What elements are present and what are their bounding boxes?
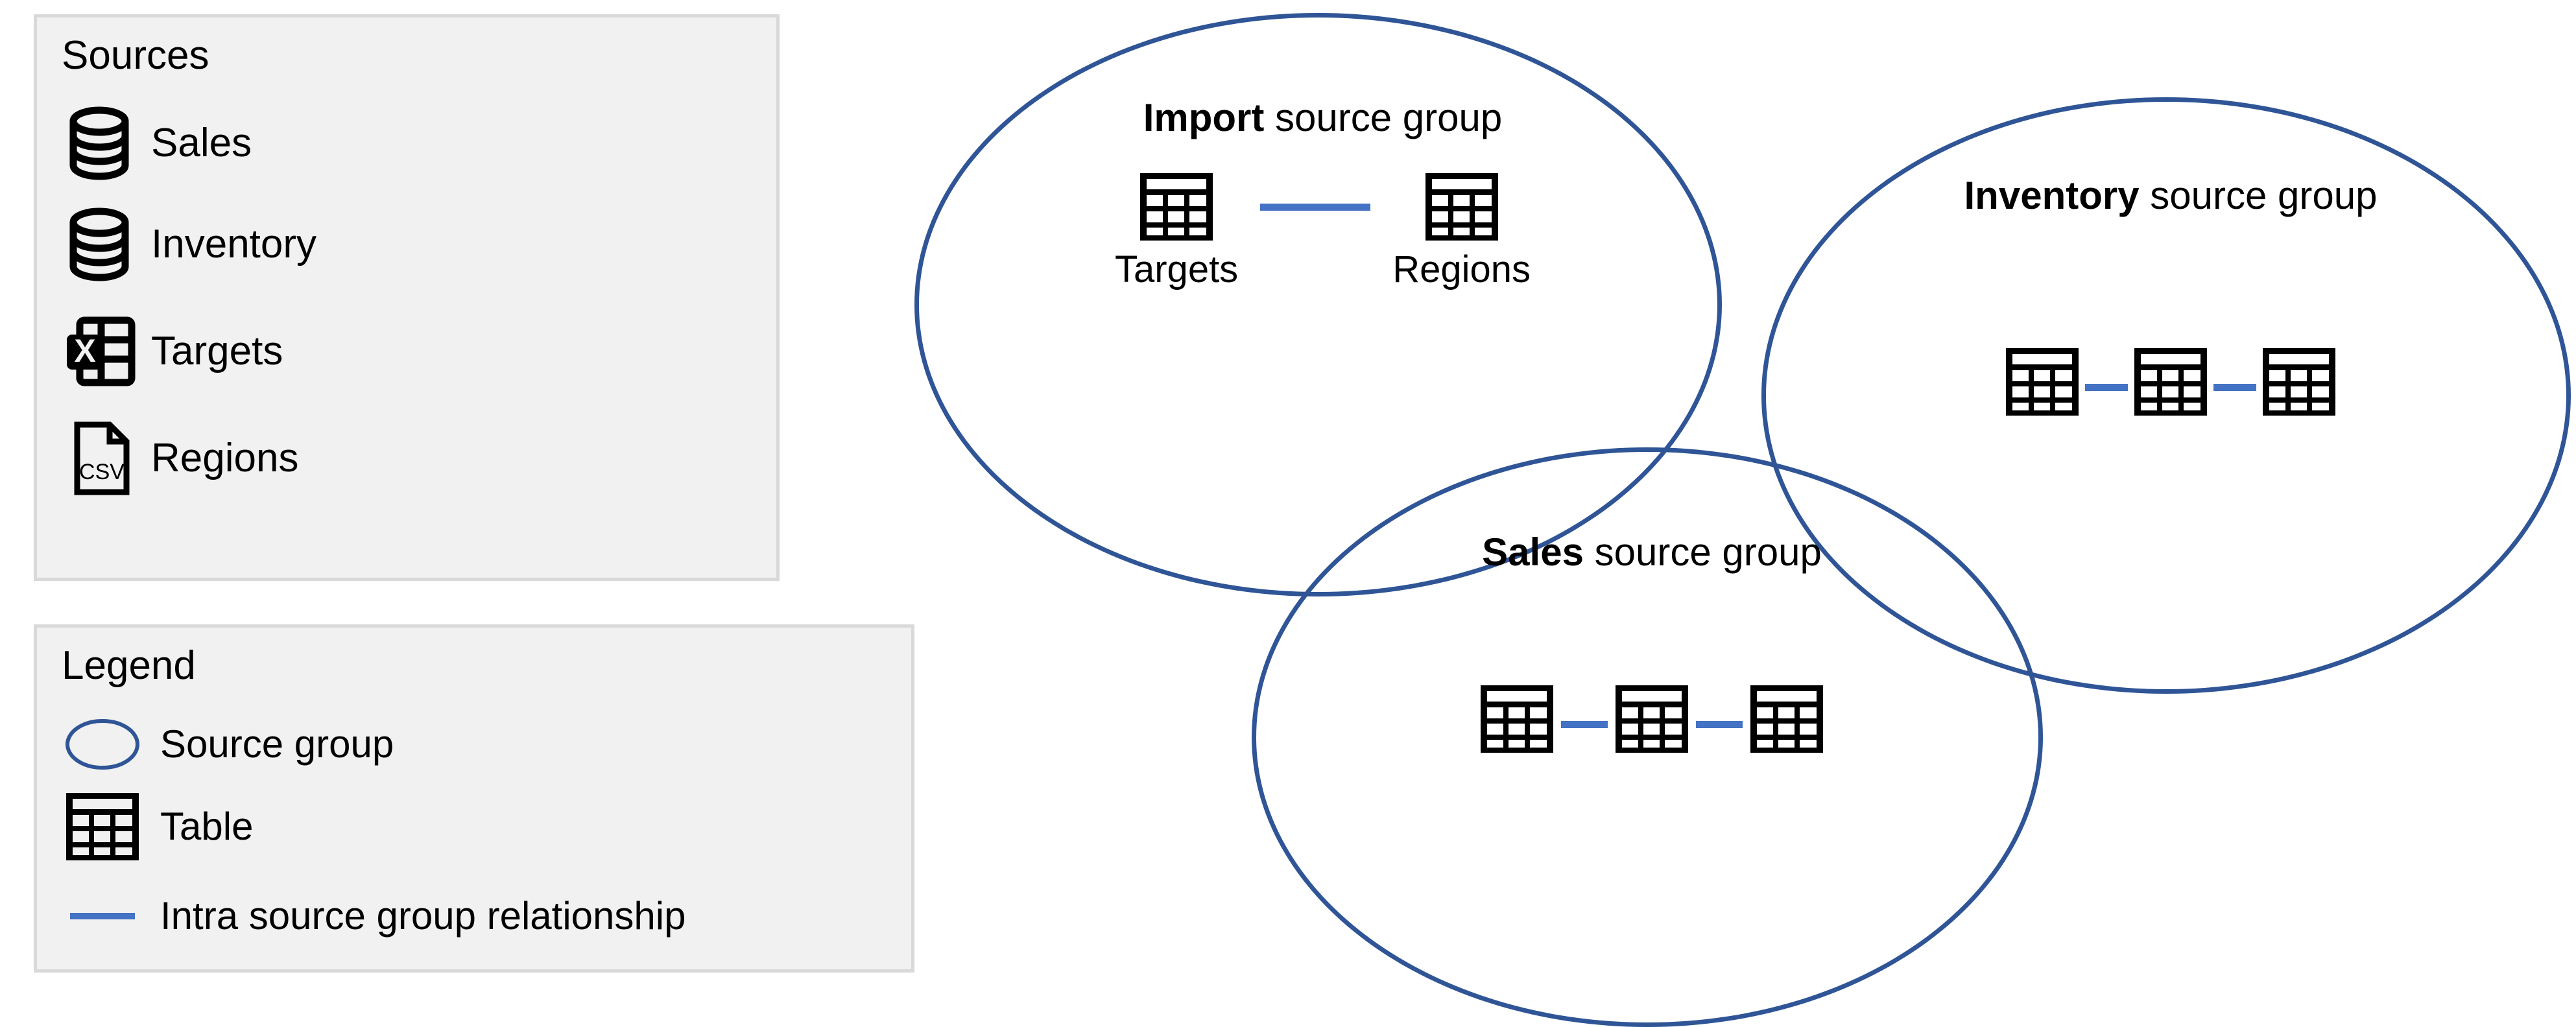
svg-text:CSV: CSV: [79, 460, 125, 484]
table-node[interactable]: [1616, 685, 1688, 763]
relationship-connector: [2213, 383, 2256, 391]
table-node-targets[interactable]: Targets: [1115, 173, 1238, 289]
table-icon: [1750, 685, 1823, 753]
svg-text:X: X: [74, 333, 95, 369]
legend-item-label: Table: [160, 805, 254, 848]
blue-line-icon: [60, 880, 145, 952]
database-icon: [60, 104, 138, 182]
source-list-item-label: Sales: [151, 121, 252, 165]
source-group-inventory[interactable]: Inventory source group: [1761, 97, 2571, 694]
source-list-item-label: Inventory: [151, 222, 317, 266]
relationship-connector: [1260, 203, 1371, 211]
legend-panel: Legend Source group: [34, 624, 914, 973]
source-list-item-label: Targets: [151, 329, 283, 373]
source-group-import[interactable]: Import source group Targets: [914, 13, 1722, 596]
source-group-suffix: source group: [1583, 530, 1822, 574]
table-node[interactable]: [2134, 348, 2207, 426]
table-node[interactable]: [1750, 685, 1823, 763]
relationship-connector: [2085, 383, 2128, 391]
table-node[interactable]: [2006, 348, 2079, 426]
table-icon: [2263, 348, 2335, 416]
source-group-suffix: source group: [1264, 96, 1503, 139]
table-icon: [2134, 348, 2207, 416]
table-node-label: Targets: [1114, 248, 1239, 290]
relationship-connector: [1561, 720, 1608, 728]
table-node-regions[interactable]: Regions: [1392, 173, 1531, 289]
excel-spreadsheet-icon: X: [60, 313, 138, 390]
source-group-tables: [1766, 348, 2575, 426]
source-group-tables: Targets Regions: [919, 173, 1726, 289]
legend-item-label: Intra source group relationship: [160, 894, 686, 938]
source-group-name: Inventory: [1964, 174, 2140, 217]
source-list-item-sales[interactable]: Sales: [60, 104, 252, 182]
source-group-title: Sales source group: [1256, 533, 2047, 572]
table-node[interactable]: [1481, 685, 1553, 763]
legend-panel-title: Legend: [62, 643, 196, 688]
source-group-tables: [1256, 685, 2047, 763]
source-group-sales[interactable]: Sales source group: [1252, 447, 2043, 1027]
legend-item-relationship: Intra source group relationship: [60, 880, 686, 952]
source-list-item-targets[interactable]: X Targets: [60, 313, 283, 390]
database-icon: [60, 206, 138, 283]
source-group-suffix: source group: [2139, 174, 2378, 217]
source-list-item-inventory[interactable]: Inventory: [60, 206, 316, 283]
table-icon: [2006, 348, 2079, 416]
legend-item-table: Table: [60, 791, 253, 862]
source-group-name: Import: [1143, 96, 1265, 139]
table-node[interactable]: [2263, 348, 2335, 426]
source-list-item-regions[interactable]: CSV Regions: [60, 419, 298, 497]
sources-panel-title: Sources: [62, 33, 209, 78]
ellipse-outline-icon: [60, 709, 145, 780]
source-group-title: Import source group: [919, 99, 1726, 137]
table-icon: [1616, 685, 1688, 753]
source-list-item-label: Regions: [151, 436, 299, 480]
sources-panel: Sources Sales: [34, 14, 780, 581]
csv-file-icon: CSV: [60, 419, 138, 497]
table-icon: [1140, 173, 1213, 241]
source-group-title: Inventory source group: [1766, 176, 2575, 215]
relationship-connector: [1696, 720, 1743, 728]
legend-item-label: Source group: [160, 722, 394, 766]
source-group-name: Sales: [1482, 530, 1584, 574]
table-icon: [60, 791, 145, 862]
legend-item-source-group: Source group: [60, 709, 394, 780]
table-icon: [1481, 685, 1553, 753]
table-icon: [1425, 173, 1498, 241]
table-node-label: Regions: [1392, 248, 1531, 290]
